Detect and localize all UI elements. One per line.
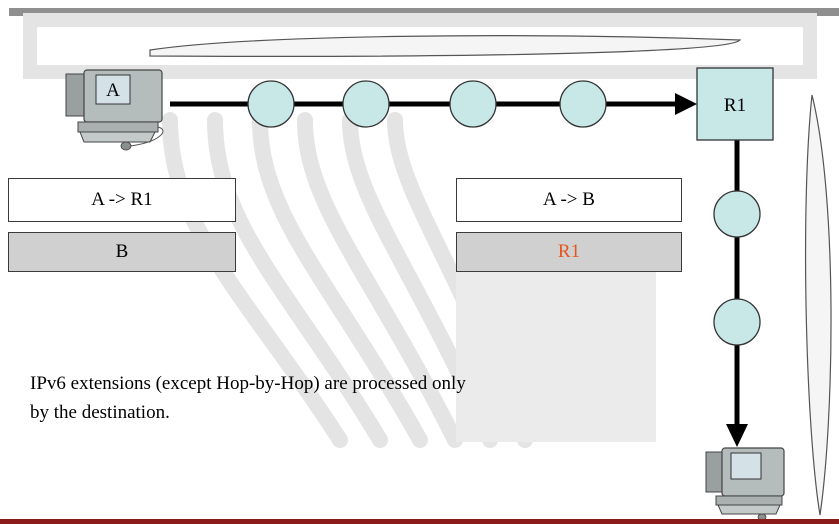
desktop-computer-icon (705, 447, 785, 521)
bottom-rule (0, 519, 839, 524)
hop-node (449, 80, 497, 128)
packet-extension-before: B (8, 232, 236, 272)
packet-header-after: A -> B (456, 178, 682, 222)
packet-header-before: A -> R1 (8, 178, 236, 222)
hop-node (713, 190, 761, 238)
host-a-label: A (106, 80, 120, 101)
caption-line-1: IPv6 extensions (except Hop-by-Hop) are … (30, 373, 466, 394)
caption: IPv6 extensions (except Hop-by-Hop) are … (30, 369, 670, 427)
hop-node (342, 80, 390, 128)
hop-node (713, 298, 761, 346)
packet-extension-after: R1 (456, 232, 682, 272)
caption-line-2: by the destination. (30, 402, 170, 423)
header-bar (9, 8, 839, 16)
router-r1 (696, 67, 774, 141)
router-label: R1 (724, 95, 746, 116)
desktop-computer-icon (65, 69, 164, 151)
hop-node (247, 80, 295, 128)
arrowhead-to-r1 (675, 93, 697, 115)
arrowhead-to-b (726, 424, 748, 447)
hop-node (559, 80, 607, 128)
